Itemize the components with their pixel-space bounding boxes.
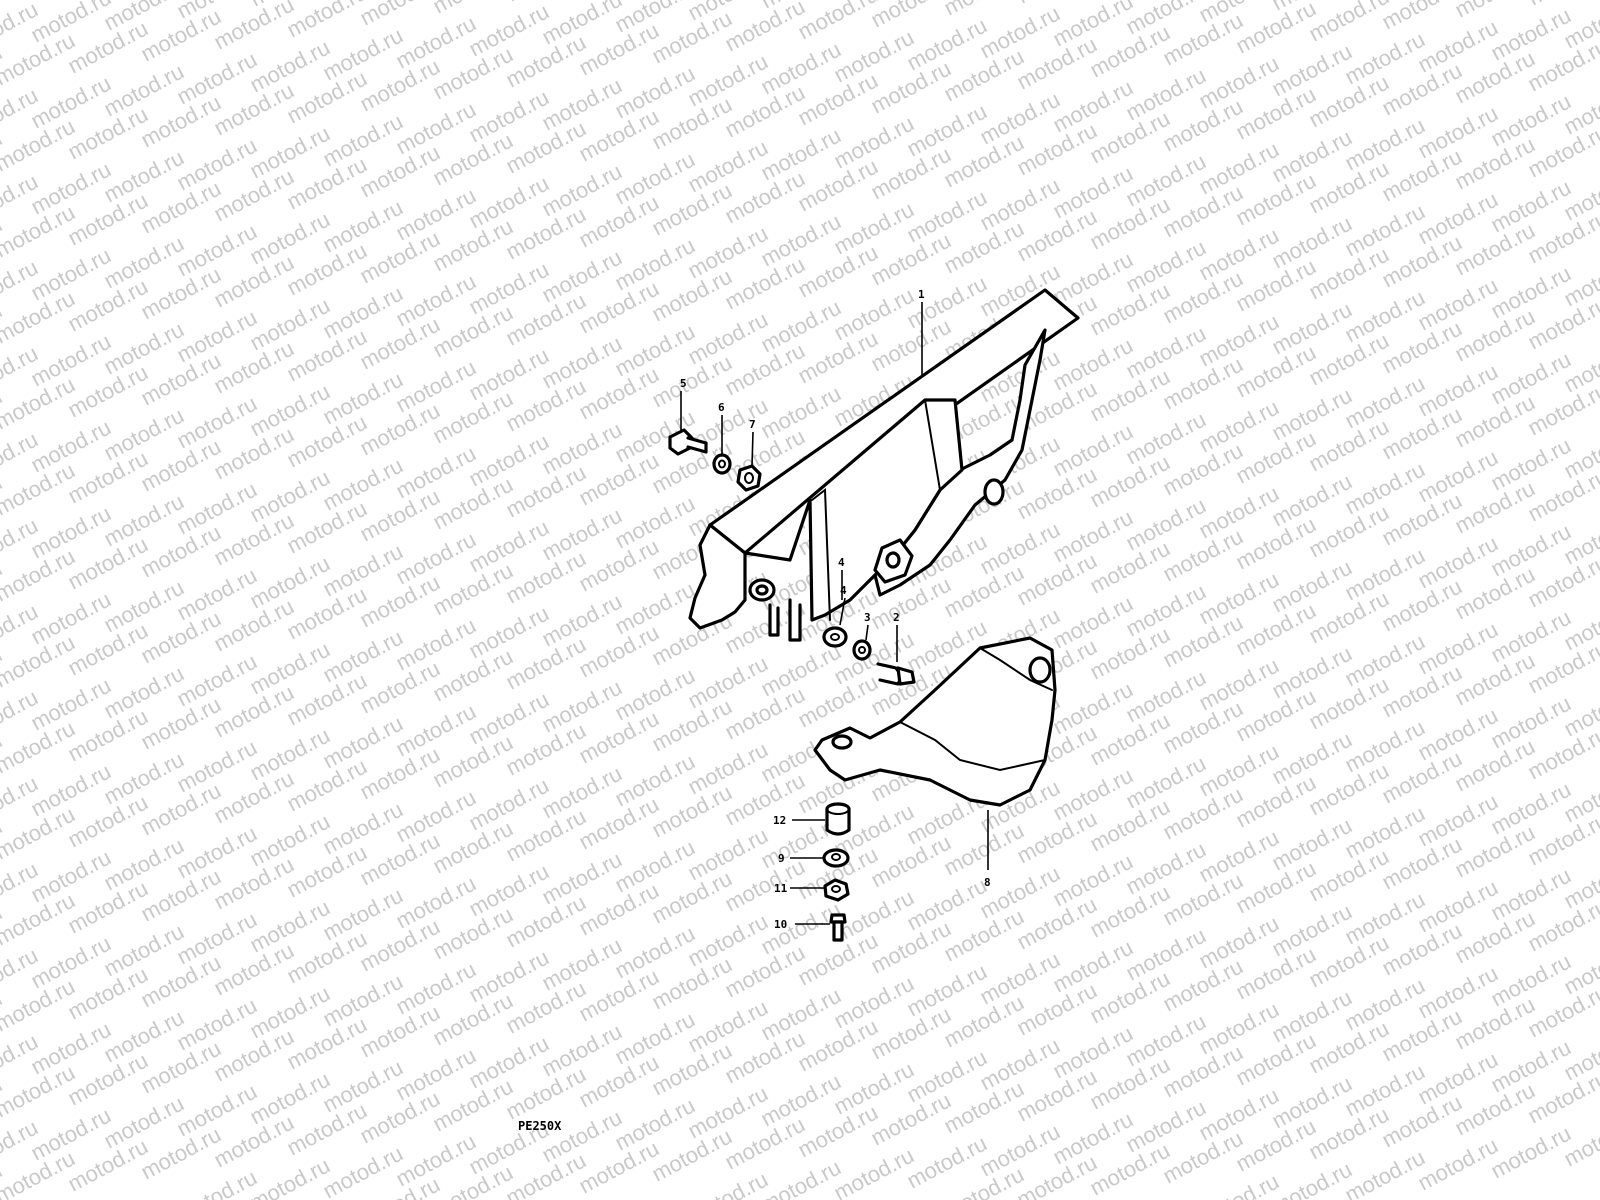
watermark-text: motod.ru	[210, 0, 298, 54]
washer-9-part	[822, 848, 850, 868]
watermark-text: motod.ru	[246, 1153, 334, 1200]
callout-7: 7	[749, 418, 756, 431]
watermark-text: motod.ru	[1305, 0, 1393, 46]
bolt-5-part	[668, 428, 708, 456]
washer-3-part	[852, 639, 872, 661]
nut-7-part	[736, 464, 762, 492]
watermark-text: motod.ru	[1451, 0, 1539, 22]
watermark-text: motod.ru	[0, 1158, 6, 1200]
callout-1: 1	[918, 288, 925, 301]
callout-3: 3	[864, 611, 871, 624]
watermark-text: motod.ru	[356, 0, 444, 30]
bolt-2-part	[876, 662, 916, 686]
callout-4-lower: 4	[840, 584, 847, 597]
watermark-text: motod.ru	[429, 0, 517, 18]
callout-6: 6	[718, 401, 725, 414]
callout-labels: 5 6 7 1 4 4 3 2 12 9 11 10 8	[680, 288, 991, 931]
watermark-text: motod.ru	[794, 0, 882, 44]
bolt-10-part	[829, 913, 847, 942]
nut-11-part	[823, 878, 850, 902]
callout-2: 2	[893, 611, 900, 624]
callout-10: 10	[774, 918, 787, 931]
chain-case-part	[688, 288, 1080, 642]
diagram-code: PE250X	[518, 1119, 562, 1133]
watermark-text: motod.ru	[867, 0, 955, 32]
washer-4-part	[822, 626, 848, 648]
watermark-text: motod.ru	[940, 0, 1028, 20]
callout-8: 8	[984, 876, 991, 889]
watermark-text: motod.ru	[1268, 1157, 1356, 1200]
callout-11: 11	[774, 882, 788, 895]
callout-4-upper: 4	[838, 556, 845, 569]
lower-bracket-part	[813, 636, 1057, 807]
spacer-12-part	[825, 802, 851, 836]
leader-lines	[680, 302, 989, 925]
callout-5: 5	[680, 377, 687, 390]
watermark-text: motod.ru	[1013, 0, 1101, 8]
callout-12: 12	[773, 814, 786, 827]
callout-9: 9	[778, 852, 785, 865]
watermark-text: motod.ru	[757, 1155, 845, 1200]
washer-6-part	[712, 453, 732, 475]
